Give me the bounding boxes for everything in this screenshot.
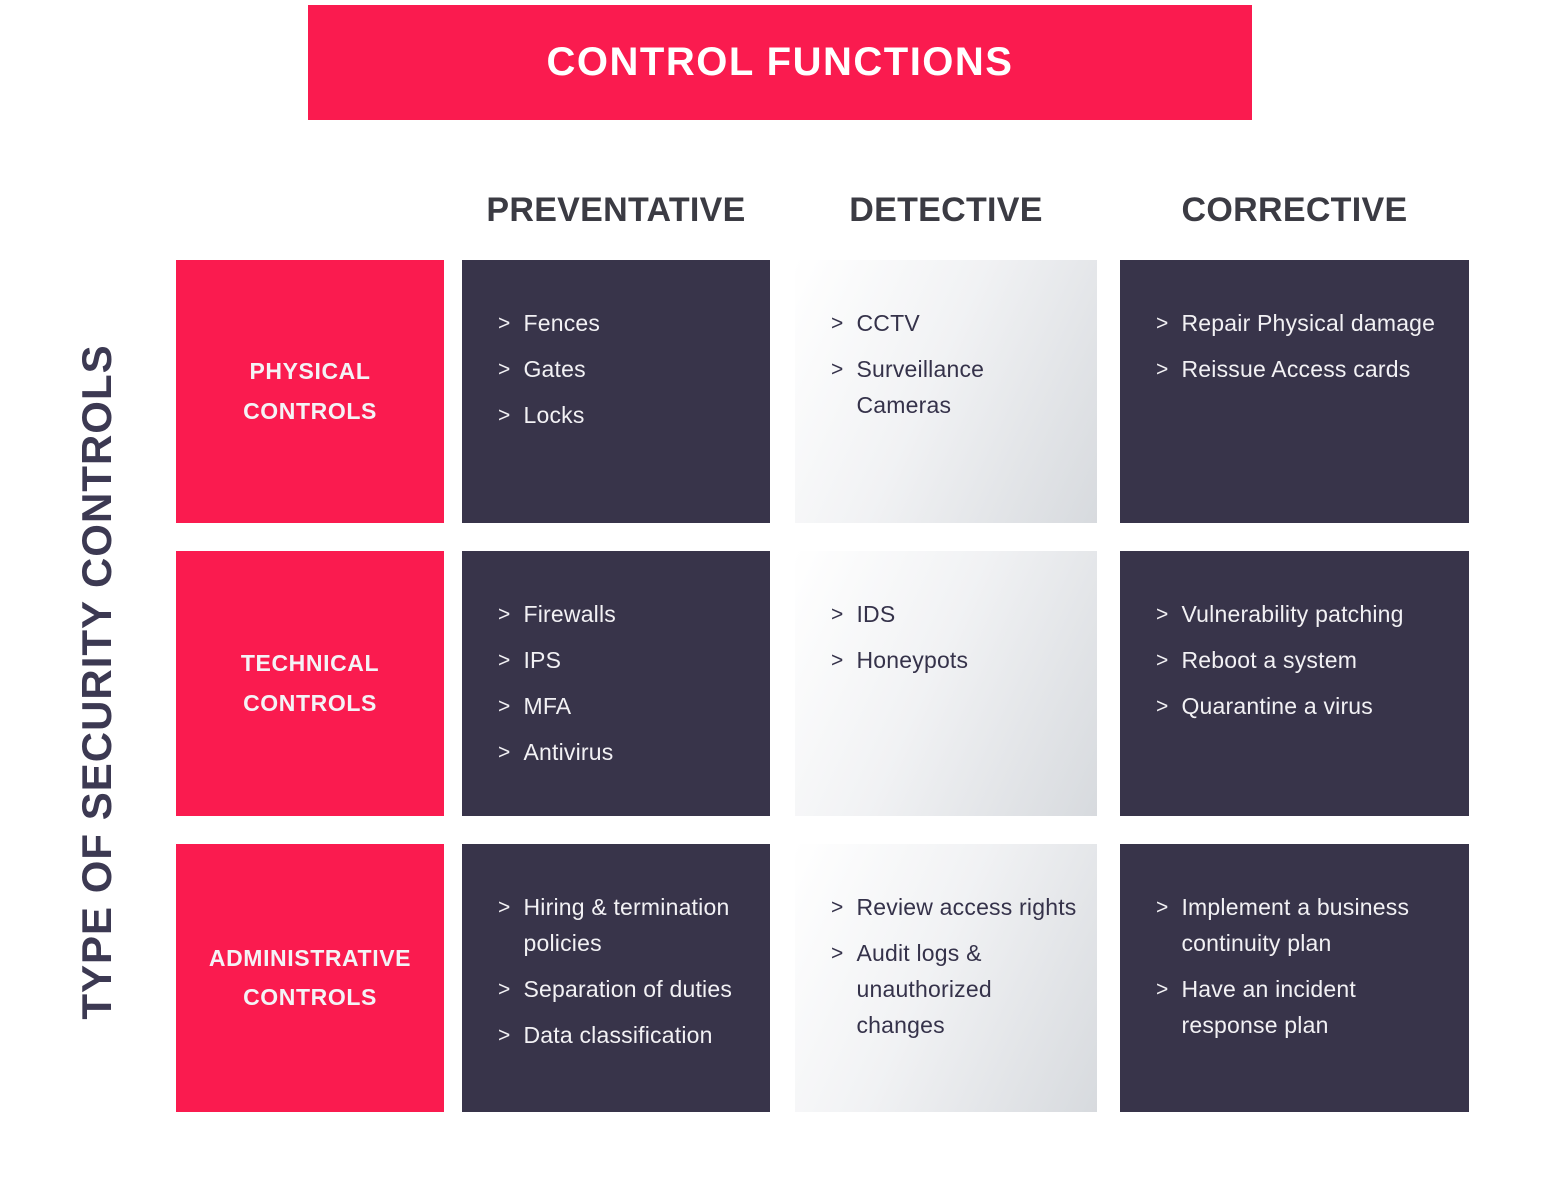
cell-item: > CCTV (831, 306, 1077, 342)
cell-item: > Locks (498, 398, 750, 434)
cell-administrative-detective: > Review access rights > Audit logs & unaut… (795, 844, 1097, 1112)
cell-item-text: Separation of duties (523, 975, 733, 1002)
cell-physical-preventative: > Fences > Gates > Locks (462, 260, 770, 523)
chevron-bullet-icon: > (1156, 896, 1169, 919)
cell-item-text: Audit logs & unauthorized changes (856, 939, 992, 1038)
cell-item-list: > Review access rights > Audit logs & unaut… (831, 890, 1077, 1044)
control-functions-banner: CONTROL FUNCTIONS (308, 5, 1252, 120)
chevron-bullet-icon: > (1156, 357, 1169, 381)
chevron-bullet-icon: > (498, 694, 511, 718)
cell-item: > Antivirus (498, 735, 750, 771)
cell-item-text: Repair Physical damage (1181, 310, 1436, 336)
cell-item: > Implement a business continuity plan (1156, 890, 1449, 962)
cell-item: > Reissue Access cards (1156, 352, 1449, 388)
cell-item-text: Hiring & termination policies (523, 894, 730, 956)
cell-item-text: Reissue Access cards (1181, 355, 1411, 382)
chevron-bullet-icon: > (1156, 312, 1169, 335)
cell-item-text: Quarantine a virus (1181, 692, 1373, 719)
chevron-bullet-icon: > (831, 648, 844, 672)
cell-item: > Gates (498, 352, 750, 388)
cell-item: > Audit logs & unauthorized changes (831, 936, 1077, 1044)
cell-item-list: > CCTV > Surveillance Cameras (831, 306, 1077, 424)
cell-item: > Surveillance Cameras (831, 352, 1077, 424)
cell-item-text: Honeypots (856, 646, 969, 673)
row-label-text: PHYSICAL CONTROLS (243, 358, 377, 424)
chevron-bullet-icon: > (498, 403, 511, 427)
row-label-physical-controls: PHYSICAL CONTROLS (176, 260, 444, 523)
cell-item-text: IDS (856, 601, 896, 627)
cell-item-list: > IDS > Honeypots (831, 597, 1077, 679)
cell-item-list: > Fences > Gates > Locks (498, 306, 750, 434)
cell-administrative-corrective: > Implement a business continuity plan > Ha… (1120, 844, 1469, 1112)
y-axis-label: TYPE OF SECURITY CONTROLS (73, 344, 120, 1020)
cell-item: > Repair Physical damage (1156, 306, 1449, 342)
row-label-technical-controls: TECHNICAL CONTROLS (176, 551, 444, 816)
cell-item: > Separation of duties (498, 972, 750, 1008)
chevron-bullet-icon: > (498, 312, 511, 335)
cell-item-text: Data classification (523, 1021, 713, 1048)
cell-item: > IPS (498, 643, 750, 679)
column-header-corrective: CORRECTIVE (1181, 190, 1408, 229)
cell-item: > Honeypots (831, 643, 1077, 679)
cell-item-text: Fences (523, 310, 601, 336)
column-header-preventative: PREVENTATIVE (486, 190, 746, 229)
cell-item: > IDS (831, 597, 1077, 633)
row-label-text: TECHNICAL CONTROLS (240, 650, 380, 716)
cell-item: > Hiring & termination policies (498, 890, 750, 962)
cell-item-list: > Hiring & termination policies > Separatio… (498, 890, 750, 1054)
chevron-bullet-icon: > (498, 1023, 511, 1047)
cell-item-text: Review access rights (856, 894, 1077, 920)
cell-item: > Reboot a system (1156, 643, 1449, 679)
chevron-bullet-icon: > (1156, 694, 1169, 718)
chevron-bullet-icon: > (498, 648, 511, 672)
chevron-bullet-icon: > (498, 603, 511, 626)
cell-item-list: > Implement a business continuity plan > Ha… (1156, 890, 1449, 1044)
row-label-text: ADMINISTRATIVE CONTROLS (208, 944, 412, 1010)
chevron-bullet-icon: > (831, 603, 844, 626)
cell-item-list: > Firewalls > IPS > MFA > Antivirus (498, 597, 750, 771)
cell-item-text: Vulnerability patching (1181, 601, 1404, 627)
chevron-bullet-icon: > (831, 941, 844, 965)
chevron-bullet-icon: > (498, 977, 511, 1001)
cell-item: > Data classification (498, 1018, 750, 1054)
cell-technical-corrective: >Vulnerability patching>Reboot a system>… (1120, 551, 1469, 816)
cell-item-text: Locks (523, 401, 585, 428)
chevron-bullet-icon: > (831, 312, 844, 335)
chevron-bullet-icon: > (1156, 977, 1169, 1001)
cell-item-text: Antivirus (523, 738, 614, 765)
cell-item-text: Firewalls (523, 601, 616, 627)
chevron-bullet-icon: > (1156, 648, 1169, 672)
cell-item: > Have an incident response plan (1156, 972, 1449, 1044)
cell-item: > Firewalls (498, 597, 750, 633)
cell-item-list: > Repair Physical damage > Reissue Access c… (1156, 306, 1449, 388)
cell-item: > Review access rights (831, 890, 1077, 926)
chevron-bullet-icon: > (498, 357, 511, 381)
cell-item-list: >Vulnerability patching>Reboot a system>… (1156, 597, 1449, 725)
chevron-bullet-icon: > (498, 896, 511, 919)
chevron-bullet-icon: > (831, 357, 844, 381)
chevron-bullet-icon: > (1156, 603, 1169, 626)
cell-item: > Quarantine a virus (1156, 689, 1449, 725)
row-label-administrative-controls: ADMINISTRATIVE CONTROLS (176, 844, 444, 1112)
cell-item-text: Implement a business continuity plan (1181, 894, 1410, 956)
cell-item: > MFA (498, 689, 750, 725)
banner-title: CONTROL FUNCTIONS (546, 40, 1014, 84)
cell-administrative-preventative: > Hiring & termination policies > Separatio… (462, 844, 770, 1112)
cell-item-text: Reboot a system (1181, 646, 1358, 673)
cell-item: > Fences (498, 306, 750, 342)
cell-technical-preventative: > Firewalls > IPS > MFA > Antivirus (462, 551, 770, 816)
cell-item-text: CCTV (856, 310, 920, 336)
cell-item-text: IPS (523, 646, 562, 673)
cell-item-text: MFA (523, 692, 572, 719)
cell-item-text: Gates (523, 355, 586, 382)
cell-technical-detective: > IDS > Honeypots (795, 551, 1097, 816)
column-header-detective: DETECTIVE (849, 190, 1043, 229)
cell-physical-corrective: > Repair Physical damage > Reissue Access c… (1120, 260, 1469, 523)
cell-item-text: Surveillance Cameras (856, 355, 985, 418)
cell-physical-detective: > CCTV > Surveillance Cameras (795, 260, 1097, 523)
cell-item-text: Have an incident response plan (1181, 975, 1357, 1038)
chevron-bullet-icon: > (831, 896, 844, 919)
chevron-bullet-icon: > (498, 740, 511, 764)
cell-item: > Vulnerability patching (1156, 597, 1449, 633)
